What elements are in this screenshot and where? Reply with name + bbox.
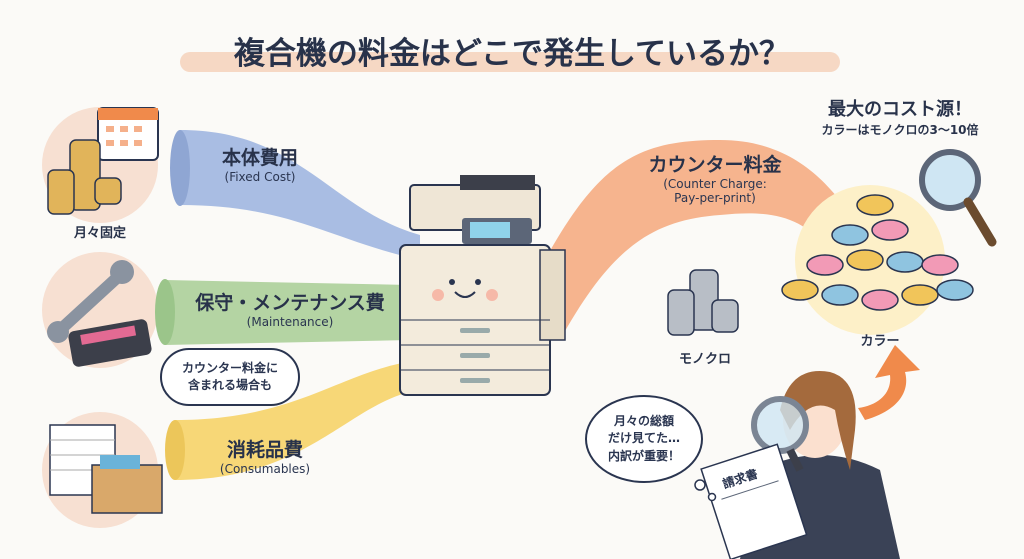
note-line-2: 含まれる場合も <box>187 378 272 392</box>
wrench-icon <box>47 260 134 343</box>
up-arrow-icon <box>858 345 920 420</box>
counter-charge-band <box>545 140 860 340</box>
page-title: 複合機の料金はどこで発生しているか？ <box>233 36 791 72</box>
magnifier-icon <box>919 149 997 247</box>
maintenance-title: 保守・メンテナンス費 <box>195 292 385 314</box>
mono-label: モノクロ <box>678 352 731 367</box>
title-highlight <box>180 52 840 72</box>
counter-sub-2: Pay-per-print) <box>674 191 756 205</box>
consumables-sub: (Consumables) <box>219 462 311 476</box>
consumables-label: 消耗品費 (Consumables) <box>190 435 340 476</box>
note-line-1: カウンター料金に <box>181 360 278 375</box>
maintenance-note-bubble: カウンター料金に 含まれる場合も <box>160 348 300 406</box>
fixed-cost-band <box>180 130 420 260</box>
counter-charge-label: カウンター料金 (Counter Charge: Pay-per-print) <box>630 150 800 205</box>
fixed-cost-label: 本体費用 (Fixed Cost) <box>185 143 335 184</box>
box-icon <box>91 455 163 514</box>
thought-bubble: 月々の総額 だけ見てた… 内訳が重要！ <box>585 395 703 483</box>
counter-title: カウンター料金 <box>648 154 782 176</box>
color-label: カラー <box>860 334 900 349</box>
coin-stack-icon <box>47 139 122 215</box>
color-coins-icon <box>781 194 974 311</box>
thought-line-3: 内訳が重要！ <box>607 448 680 463</box>
maintenance-label: 保守・メンテナンス費 (Maintenance) <box>170 288 410 329</box>
maintenance-band <box>165 280 410 345</box>
highlight-title: 最大のコスト源！ <box>828 99 972 120</box>
consumables-band <box>175 360 420 480</box>
highlight-sub: カラーはモノクロの3〜10倍 <box>821 123 979 137</box>
invoice-paper <box>700 443 808 559</box>
calendar-icon <box>97 107 159 161</box>
fixed-cost-title: 本体費用 <box>221 147 298 169</box>
fixed-cost-sub: (Fixed Cost) <box>224 170 296 184</box>
printer-icon <box>399 175 566 396</box>
counter-sub-1: (Counter Charge: <box>663 177 767 191</box>
toner-icon <box>68 319 152 367</box>
fixed-caption: 月々固定 <box>73 226 126 241</box>
consumables-title: 消耗品費 <box>226 439 303 461</box>
maintenance-sub: (Maintenance) <box>246 315 334 329</box>
thought-line-1: 月々の総額 <box>613 413 674 428</box>
highlight-callout: 最大のコスト源！ カラーはモノクロの3〜10倍 <box>790 95 1010 138</box>
thought-line-2: だけ見てた… <box>607 431 680 446</box>
mono-coins-icon <box>667 269 739 336</box>
